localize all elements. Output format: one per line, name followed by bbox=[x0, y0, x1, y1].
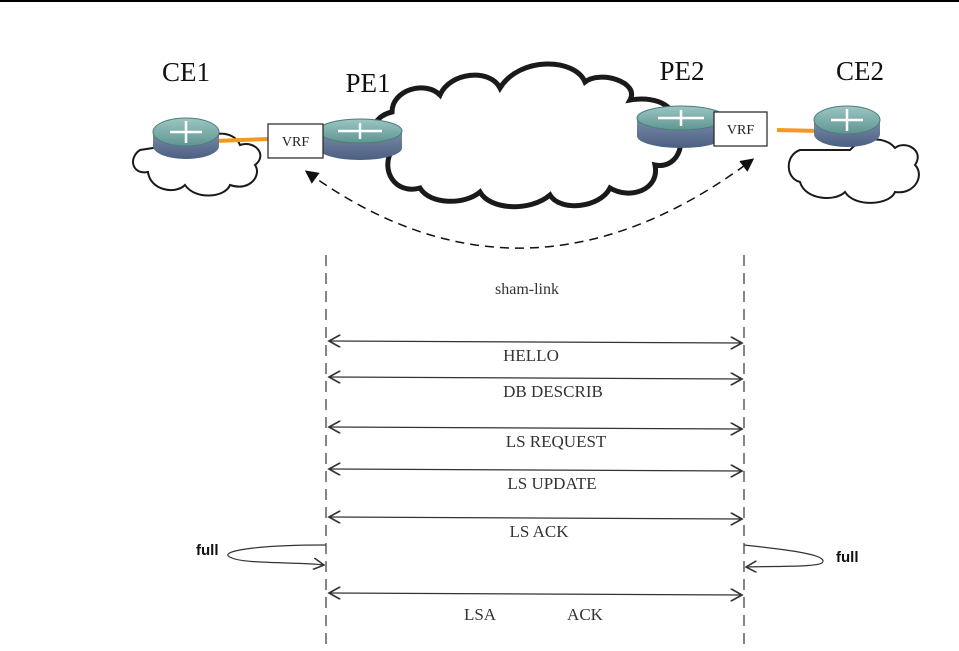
right-full-label: full bbox=[836, 549, 859, 566]
final-message-label-left: LSA bbox=[464, 605, 497, 624]
message-label: DB DESCRIB bbox=[503, 382, 603, 401]
left-full-loop bbox=[228, 545, 326, 565]
pe2-vrf-box: VRF bbox=[714, 112, 767, 146]
message-label: HELLO bbox=[503, 346, 559, 365]
message-arrow bbox=[329, 427, 742, 429]
final-message-label-right: ACK bbox=[567, 605, 604, 624]
ce2-site-cloud bbox=[789, 140, 919, 203]
sham-link-label: sham-link bbox=[495, 281, 559, 298]
pe2-router-icon bbox=[637, 106, 725, 148]
pe1-vrf-box: VRF bbox=[268, 124, 323, 158]
provider-cloud bbox=[373, 64, 681, 207]
message-arrow bbox=[329, 341, 742, 343]
pe1-router-icon bbox=[318, 119, 402, 160]
ce2-label: CE2 bbox=[836, 56, 884, 86]
pe2-ce2-access-link bbox=[777, 130, 820, 131]
final-message-arrow bbox=[329, 593, 742, 595]
pe1-label: PE1 bbox=[345, 68, 390, 98]
left-full-label: full bbox=[196, 542, 219, 559]
message-label: LS REQUEST bbox=[506, 432, 607, 451]
ce2-router-icon bbox=[814, 106, 880, 147]
ce1-router-icon bbox=[153, 118, 219, 159]
message-arrows: HELLO DB DESCRIB LS REQUEST LS UPDATE LS ACK bbox=[329, 341, 742, 541]
right-full-loop bbox=[744, 545, 823, 567]
ce1-label: CE1 bbox=[162, 57, 210, 87]
pe2-vrf-label: VRF bbox=[727, 123, 754, 138]
message-arrow bbox=[329, 377, 742, 379]
pe1-vrf-label: VRF bbox=[282, 135, 309, 150]
ce1-pe1-access-link bbox=[215, 139, 268, 141]
message-arrow bbox=[329, 517, 742, 519]
message-arrow bbox=[329, 469, 742, 471]
message-label: LS UPDATE bbox=[507, 474, 596, 493]
message-label: LS ACK bbox=[509, 522, 569, 541]
pe2-label: PE2 bbox=[659, 56, 704, 86]
